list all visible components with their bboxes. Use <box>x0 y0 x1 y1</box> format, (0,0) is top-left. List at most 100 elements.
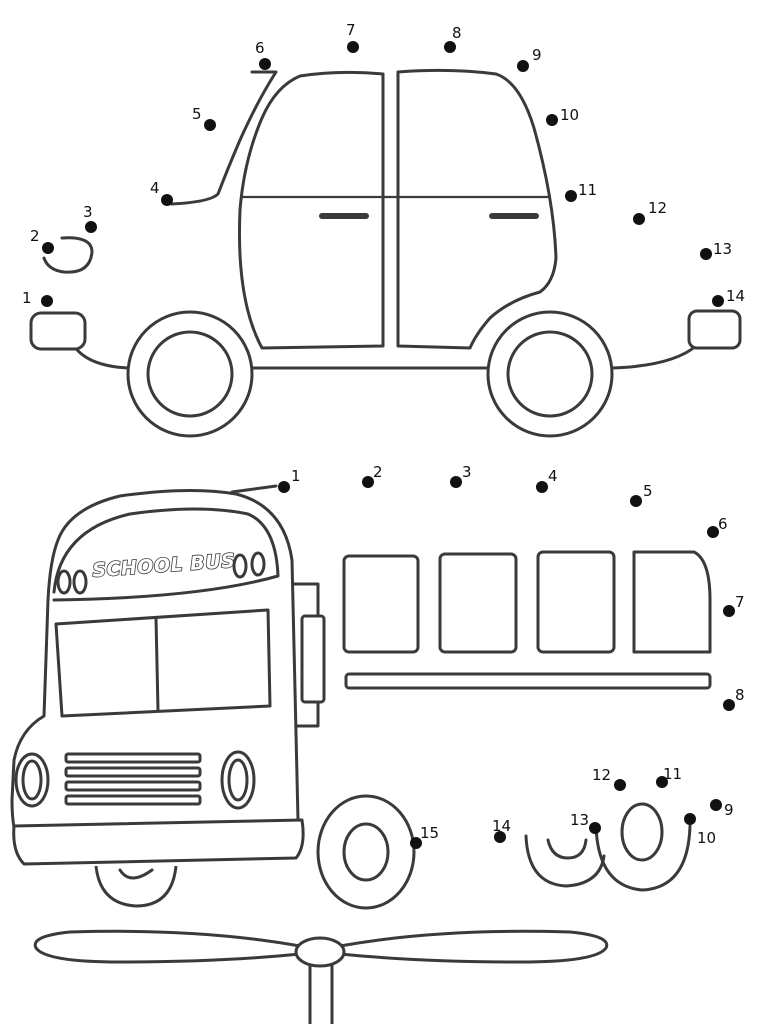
bus-mirror <box>300 614 326 704</box>
bus-bumper <box>12 818 305 866</box>
bus-dot-label-4: 4 <box>548 467 558 485</box>
car-dot-6[interactable] <box>259 58 271 70</box>
bus-dot-6[interactable] <box>707 526 719 538</box>
bus-dot-label-5: 5 <box>643 482 653 500</box>
bus-dot-11[interactable] <box>656 776 668 788</box>
car-dot-label-11: 11 <box>578 181 597 199</box>
bus-rear-wheel-hub <box>620 802 664 862</box>
bus-dot-label-15: 15 <box>420 824 439 842</box>
bus-dot-12[interactable] <box>614 779 626 791</box>
car-front-door <box>238 70 385 350</box>
bus-dot-label-13: 13 <box>570 811 589 829</box>
car-dot-7[interactable] <box>347 41 359 53</box>
bus-dot-label-8: 8 <box>735 686 745 704</box>
bus-dot-label-10: 10 <box>697 829 716 847</box>
bus-rear-wheel-inner <box>546 838 588 860</box>
bus-dot-label-3: 3 <box>462 463 472 481</box>
bus-grill-bar-2 <box>64 766 202 778</box>
car-dot-3[interactable] <box>85 221 97 233</box>
car-dot-13[interactable] <box>700 248 712 260</box>
bus-headlight-left-inner <box>21 759 43 801</box>
bus-dot-label-6: 6 <box>718 515 728 533</box>
propeller-blade-right <box>338 929 609 964</box>
car-dot-10[interactable] <box>546 114 558 126</box>
car-rear-wheel <box>486 310 614 438</box>
bus-dot-13[interactable] <box>589 822 601 834</box>
bus-side-window-2 <box>438 552 518 654</box>
car-dot-5[interactable] <box>204 119 216 131</box>
bus-marker-light-4 <box>250 551 266 577</box>
bus-dot-8[interactable] <box>723 699 735 711</box>
bus-side-wheel-hub <box>342 822 390 882</box>
car-rear-lamp <box>687 309 742 350</box>
bus-dot-label-2: 2 <box>373 463 383 481</box>
bus-dot-14[interactable] <box>494 831 506 843</box>
bus-side-window-4 <box>632 550 712 654</box>
bus-dot-4[interactable] <box>536 481 548 493</box>
car-dot-1[interactable] <box>41 295 53 307</box>
bus-dot-1[interactable] <box>278 481 290 493</box>
bus-dot-label-12: 12 <box>592 766 611 784</box>
bus-headlight-right-inner <box>227 758 249 802</box>
bus-drawing: SCHOOL BUS <box>10 484 712 910</box>
bus-dot-9[interactable] <box>710 799 722 811</box>
propeller-blade-left <box>33 929 302 964</box>
bus-side-window-1 <box>342 554 420 654</box>
car-front-lamp <box>29 311 87 351</box>
bus-sign-band <box>52 507 280 602</box>
car-rear-wheel-hub <box>506 330 594 418</box>
car-dot-label-4: 4 <box>150 179 160 197</box>
bus-dot-label-9: 9 <box>724 801 734 819</box>
bus-dot-label-7: 7 <box>735 593 745 611</box>
car-dot-label-8: 8 <box>452 24 462 42</box>
car-dot-label-2: 2 <box>30 227 40 245</box>
bus-side-window-3 <box>536 550 616 654</box>
bus-dot-2[interactable] <box>362 476 374 488</box>
car-dot-label-5: 5 <box>192 105 202 123</box>
bus-dot-10[interactable] <box>684 813 696 825</box>
bus-marker-light-1 <box>56 569 72 595</box>
bus-marker-light-2 <box>72 569 88 595</box>
bus-dot-label-14: 14 <box>492 817 511 835</box>
bus-side-stripe <box>344 672 712 690</box>
bus-windshield <box>54 608 272 718</box>
bus-dot-5[interactable] <box>630 495 642 507</box>
car-rear-bumper-line <box>610 344 698 370</box>
bus-antenna-line <box>230 484 278 494</box>
bus-rear-wheel-outer <box>594 824 692 892</box>
car-dot-label-12: 12 <box>648 199 667 217</box>
car-dot-label-3: 3 <box>83 203 93 221</box>
bus-marker-light-3 <box>232 553 248 579</box>
propeller-drawing <box>33 929 609 1024</box>
bus-dot-label-1: 1 <box>291 467 301 485</box>
bus-front-wheel <box>94 865 178 908</box>
bus-dot-7[interactable] <box>723 605 735 617</box>
car-dot-9[interactable] <box>517 60 529 72</box>
car-dot-11[interactable] <box>565 190 577 202</box>
car-dot-14[interactable] <box>712 295 724 307</box>
car-dot-8[interactable] <box>444 41 456 53</box>
car-dot-label-10: 10 <box>560 106 579 124</box>
car-drawing <box>29 68 742 438</box>
bus-dot-15[interactable] <box>410 837 422 849</box>
bus-grill-bar-1 <box>64 752 202 764</box>
car-dot-4[interactable] <box>161 194 173 206</box>
car-dot-label-14: 14 <box>726 287 745 305</box>
bus-grill-bar-4 <box>64 794 202 806</box>
bus-dot-label-11: 11 <box>663 765 682 783</box>
propeller-hub <box>294 936 346 968</box>
bus-rear-wheel-arc <box>524 834 606 888</box>
bus-dot-3[interactable] <box>450 476 462 488</box>
car-dot-label-6: 6 <box>255 39 265 57</box>
bus-side-wheel <box>316 794 416 910</box>
car-dot-12[interactable] <box>633 213 645 225</box>
bus-grill-bar-3 <box>64 780 202 792</box>
car-hood-arc <box>42 236 94 274</box>
bus-front-wheel-inner <box>118 868 154 880</box>
car-hood-line <box>170 70 278 206</box>
car-dot-2[interactable] <box>42 242 54 254</box>
car-dot-label-9: 9 <box>532 46 542 64</box>
